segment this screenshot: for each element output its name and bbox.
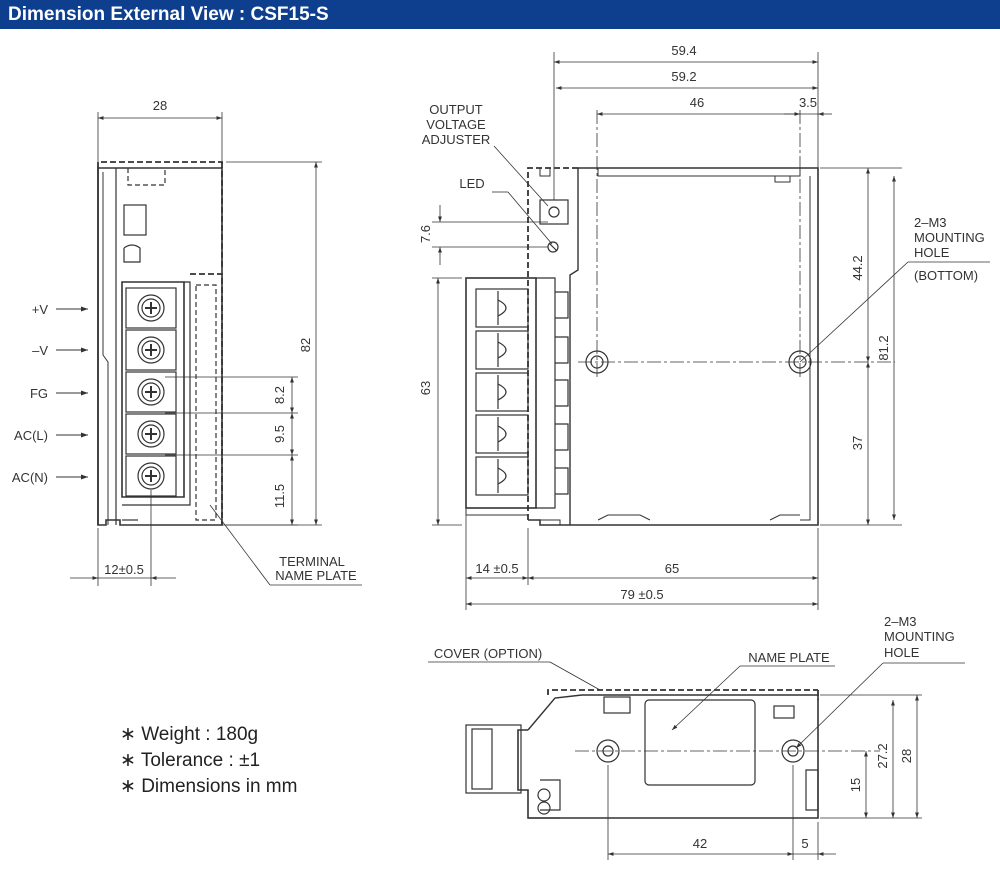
mount-label-3: HOLE [914,245,950,260]
dim-59-2: 59.2 [671,69,696,84]
dim-terminal-offset: 12±0.5 [104,562,144,577]
mount-label-4: (BOTTOM) [914,268,978,283]
dimensions-note: ∗ Dimensions in mm [120,776,298,797]
name-plate-label: NAME PLATE [748,650,830,665]
adjuster-label-3: ADJUSTER [422,132,491,147]
dim-65: 65 [665,561,679,576]
terminal-label-plus-v: +V [32,302,49,317]
dim-63: 63 [418,381,433,395]
terminal-label-ac-l: AC(L) [14,428,48,443]
side-terminal-screws [125,287,177,497]
adjuster-label-2: VOLTAGE [426,117,486,132]
title-bar: Dimension External View : CSF15-S [0,0,1000,29]
page-title: Dimension External View : CSF15-S [8,4,329,25]
terminal-label-ac-n: AC(N) [12,470,48,485]
dim-15: 15 [848,778,863,792]
front-terminal-screws [475,288,529,496]
terminal-label-minus-v: –V [32,343,48,358]
dim-42: 42 [693,836,707,851]
dim-pitch-8-2: 8.2 [272,386,287,404]
cover-option-label: COVER (OPTION) [434,646,542,661]
dim-5: 5 [801,836,808,851]
dim-pitch-11-5: 11.5 [272,484,287,508]
terminal-name-plate-label-2: NAME PLATE [275,568,357,583]
dim-59-4: 59.4 [671,43,696,58]
bottom-view [465,689,819,819]
mount-label-1: 2–M3 [914,215,947,230]
weight-note: ∗ Weight : 180g [120,724,259,745]
side-view [97,112,223,526]
dim-7-6: 7.6 [418,225,433,243]
terminal-label-fg: FG [30,386,48,401]
mount-label-2: MOUNTING [914,230,985,245]
terminal-arrows [56,306,88,480]
tolerance-note: ∗ Tolerance : ±1 [120,750,261,771]
dim-height-82: 82 [298,338,313,352]
bottom-mount-label-3: HOLE [884,645,920,660]
dim-46: 46 [690,95,704,110]
bottom-mounting-holes [575,739,880,763]
dim-81-2: 81.2 [876,335,891,360]
dim-pitch-9-5: 9.5 [272,425,287,443]
dim-28-bottom: 28 [899,749,914,763]
dim-79: 79 ±0.5 [620,587,663,602]
dim-3-5: 3.5 [799,95,817,110]
led-label: LED [459,176,484,191]
dim-27-2: 27.2 [875,743,890,768]
front-view [465,167,819,526]
terminal-name-plate-label-1: TERMINAL [279,554,345,569]
dim-44-2: 44.2 [850,255,865,280]
bottom-mount-label-2: MOUNTING [884,629,955,644]
dim-width-28: 28 [153,98,167,113]
adjuster-label-1: OUTPUT [429,102,483,117]
front-mounting-holes [578,110,895,380]
bottom-mount-label-1: 2–M3 [884,614,917,629]
dim-37: 37 [850,436,865,450]
spec-notes: ∗ Weight : 180g ∗ Tolerance : ±1 ∗ Dimen… [120,722,297,800]
terminal-labels: +V –V FG AC(L) AC(N) [12,302,48,485]
dim-14: 14 ±0.5 [475,561,518,576]
